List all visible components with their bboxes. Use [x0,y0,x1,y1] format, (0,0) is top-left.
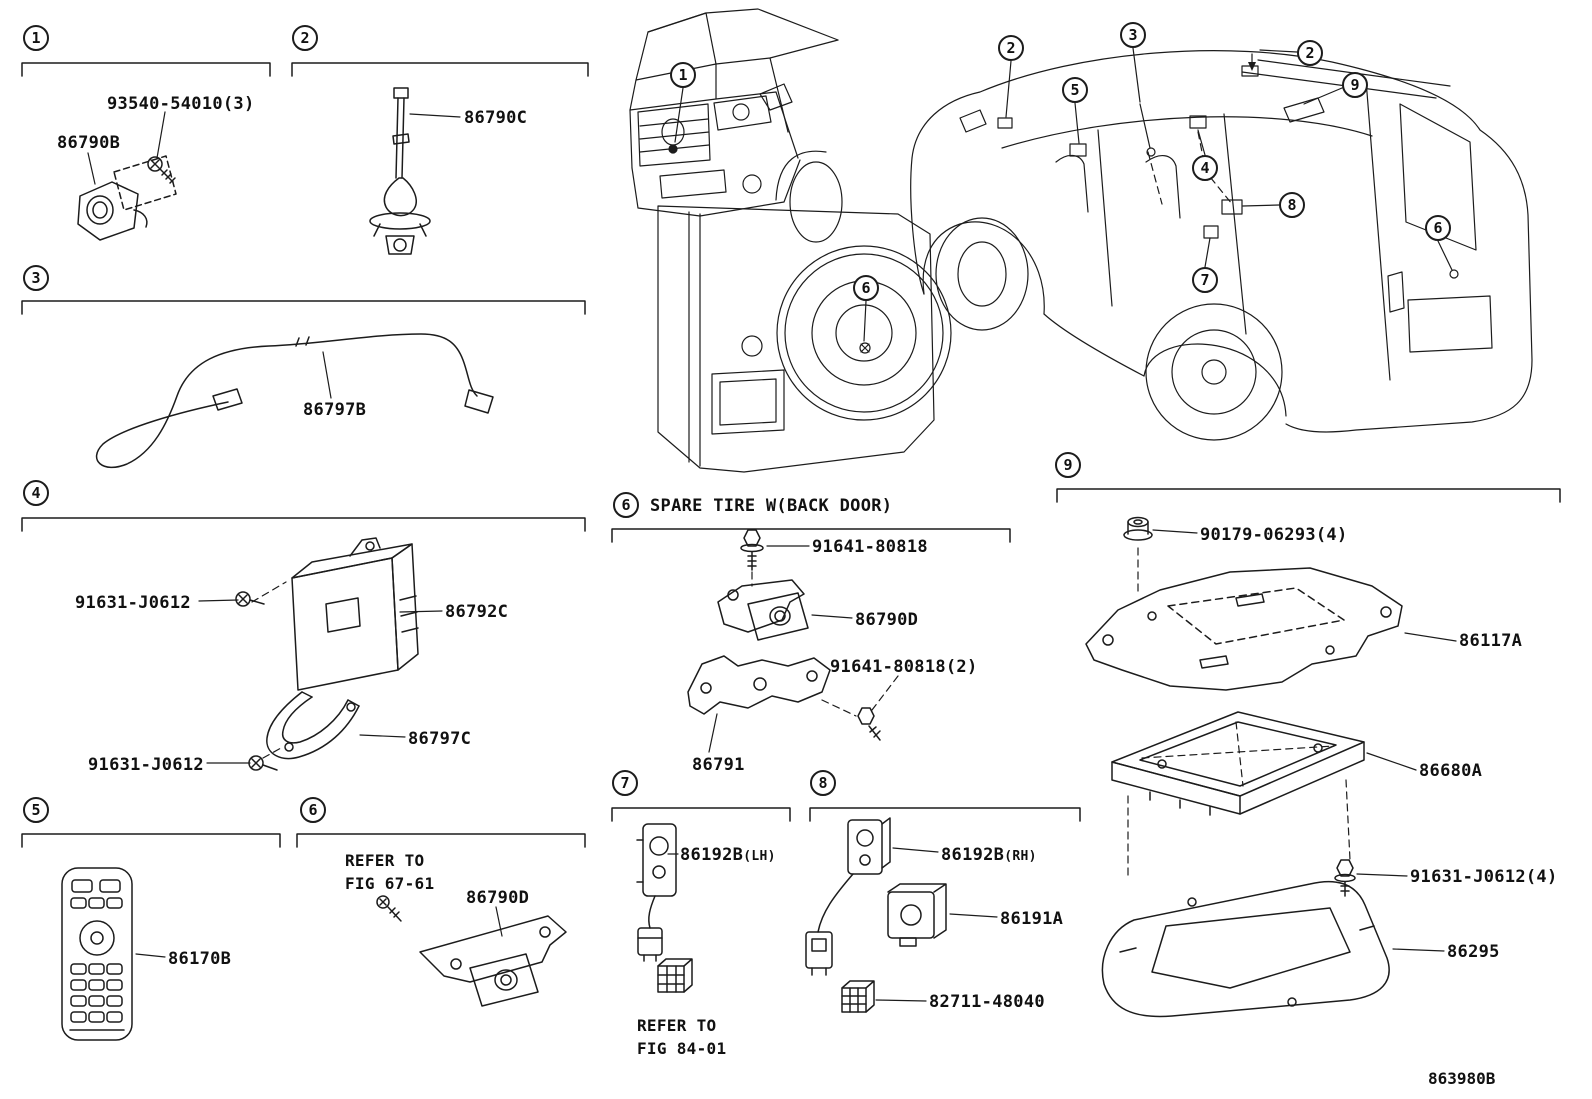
part-number-86192b-lh-main: 86192B [680,845,744,865]
bolt-91641b-drawing [857,707,881,741]
part-number-86192b-rh[interactable]: 86192B(RH) [941,845,1037,867]
callout-6-cutaway[interactable]: 6 [1425,215,1451,241]
callout-9-cutaway[interactable]: 9 [1342,72,1368,98]
callout-1-section[interactable]: 1 [23,25,49,51]
bolt-91631-4-drawing [1334,859,1356,897]
callout-8-cutaway[interactable]: 8 [1279,192,1305,218]
callout-5-cutaway[interactable]: 5 [1062,77,1088,103]
callout-6-spare-heading[interactable]: 6 [613,492,639,518]
callout-4-cutaway[interactable]: 4 [1192,155,1218,181]
switch-86192b-rh-drawing [805,817,891,976]
callout-2-cutaway-b[interactable]: 2 [1297,40,1323,66]
screw-91631-top-drawing [235,591,265,607]
screw-fig67-drawing [376,895,402,922]
refer-note-fig67-line2: FIG 67-61 [345,874,435,893]
part-number-86117a[interactable]: 86117A [1459,631,1523,651]
vehicle-front-view [629,8,843,243]
sensor-86191a-drawing [887,883,947,947]
callout-4-section[interactable]: 4 [23,480,49,506]
part-number-91631-j0612-bottom[interactable]: 91631-J0612 [88,755,204,775]
part-number-86680a[interactable]: 86680A [1419,761,1483,781]
part-number-86792c[interactable]: 86792C [445,602,509,622]
part-number-91641-80818[interactable]: 91641-80818 [812,537,928,557]
callout-3-cutaway[interactable]: 3 [1120,22,1146,48]
spare-tire-heading: SPARE TIRE W(BACK DOOR) [650,496,893,516]
nut-90179-drawing [1123,516,1153,541]
part-number-86192b-rh-side: (RH) [1004,849,1037,864]
refer-note-fig67-line1: REFER TO [345,851,425,870]
part-number-86797c[interactable]: 86797C [408,729,472,749]
part-number-86790c[interactable]: 86790C [464,108,528,128]
part-number-91641-80818-2[interactable]: 91641-80818(2) [830,657,978,677]
callout-2-cutaway-a[interactable]: 2 [998,35,1024,61]
part-number-86790b[interactable]: 86790B [57,133,121,153]
callout-7-cutaway[interactable]: 7 [1192,267,1218,293]
clip-82711-drawing [841,980,875,1013]
refer-note-fig84-line2: FIG 84-01 [637,1039,727,1058]
camera-86790d-spare-drawing [717,579,809,641]
part-number-82711-48040[interactable]: 82711-48040 [929,992,1045,1012]
part-number-91631-j0612-4[interactable]: 91631-J0612(4) [1410,867,1558,887]
diagram-code: 863980B [1428,1069,1496,1088]
camera-86790d-fig6-drawing [419,915,567,1007]
callout-9-section[interactable]: 9 [1055,452,1081,478]
part-number-86790d-spare[interactable]: 86790D [855,610,919,630]
part-number-86797b[interactable]: 86797B [303,400,367,420]
callout-2-section[interactable]: 2 [292,25,318,51]
callout-6-backdoor[interactable]: 6 [853,275,879,301]
display-unit-86680a-drawing [1111,711,1365,816]
antenna-camera-86790c-drawing [369,87,431,255]
switch-86192b-lh-drawing [636,823,677,962]
part-number-86192b-rh-main: 86192B [941,845,1005,865]
part-number-90179-06293[interactable]: 90179-06293(4) [1200,525,1348,545]
bracket-plate-86117a-drawing [1085,567,1403,691]
harness-86797b-drawing [96,333,494,469]
vehicle-cutaway-view [910,50,1533,441]
callout-1-front-view[interactable]: 1 [670,62,696,88]
part-number-91631-j0612-top[interactable]: 91631-J0612 [75,593,191,613]
clip-fig84-drawing [657,958,693,993]
part-number-86295[interactable]: 86295 [1447,942,1500,962]
callout-6-section[interactable]: 6 [300,797,326,823]
remote-control-86170b-drawing [61,867,133,1041]
bezel-86295-drawing [1101,880,1390,1018]
screw-91631-bottom-drawing [248,755,278,771]
part-number-86192b-lh-side: (LH) [743,849,776,864]
part-number-86791[interactable]: 86791 [692,755,745,775]
part-number-86192b-lh[interactable]: 86192B(LH) [680,845,776,867]
section-brackets [21,62,1561,848]
part-number-86790d-fig6[interactable]: 86790D [466,888,530,908]
leader-lines [87,47,1457,1002]
callout-8-section[interactable]: 8 [810,770,836,796]
part-number-93540-54010[interactable]: 93540-54010(3) [107,94,255,114]
refer-note-fig84-line1: REFER TO [637,1016,717,1035]
bracket-86797c-drawing [266,691,360,760]
part-number-86170b[interactable]: 86170B [168,949,232,969]
ecu-86792c-drawing [291,537,419,691]
screw-93540-drawing [147,156,176,184]
callout-5-section[interactable]: 5 [23,797,49,823]
part-number-86191a[interactable]: 86191A [1000,909,1064,929]
vehicle-back-door-view [657,205,952,473]
callout-3-section[interactable]: 3 [23,265,49,291]
callout-7-section[interactable]: 7 [612,770,638,796]
bracket-86791-drawing [687,655,831,715]
camera-86790b-drawing [77,155,177,241]
bolt-91641-drawing [740,529,764,571]
